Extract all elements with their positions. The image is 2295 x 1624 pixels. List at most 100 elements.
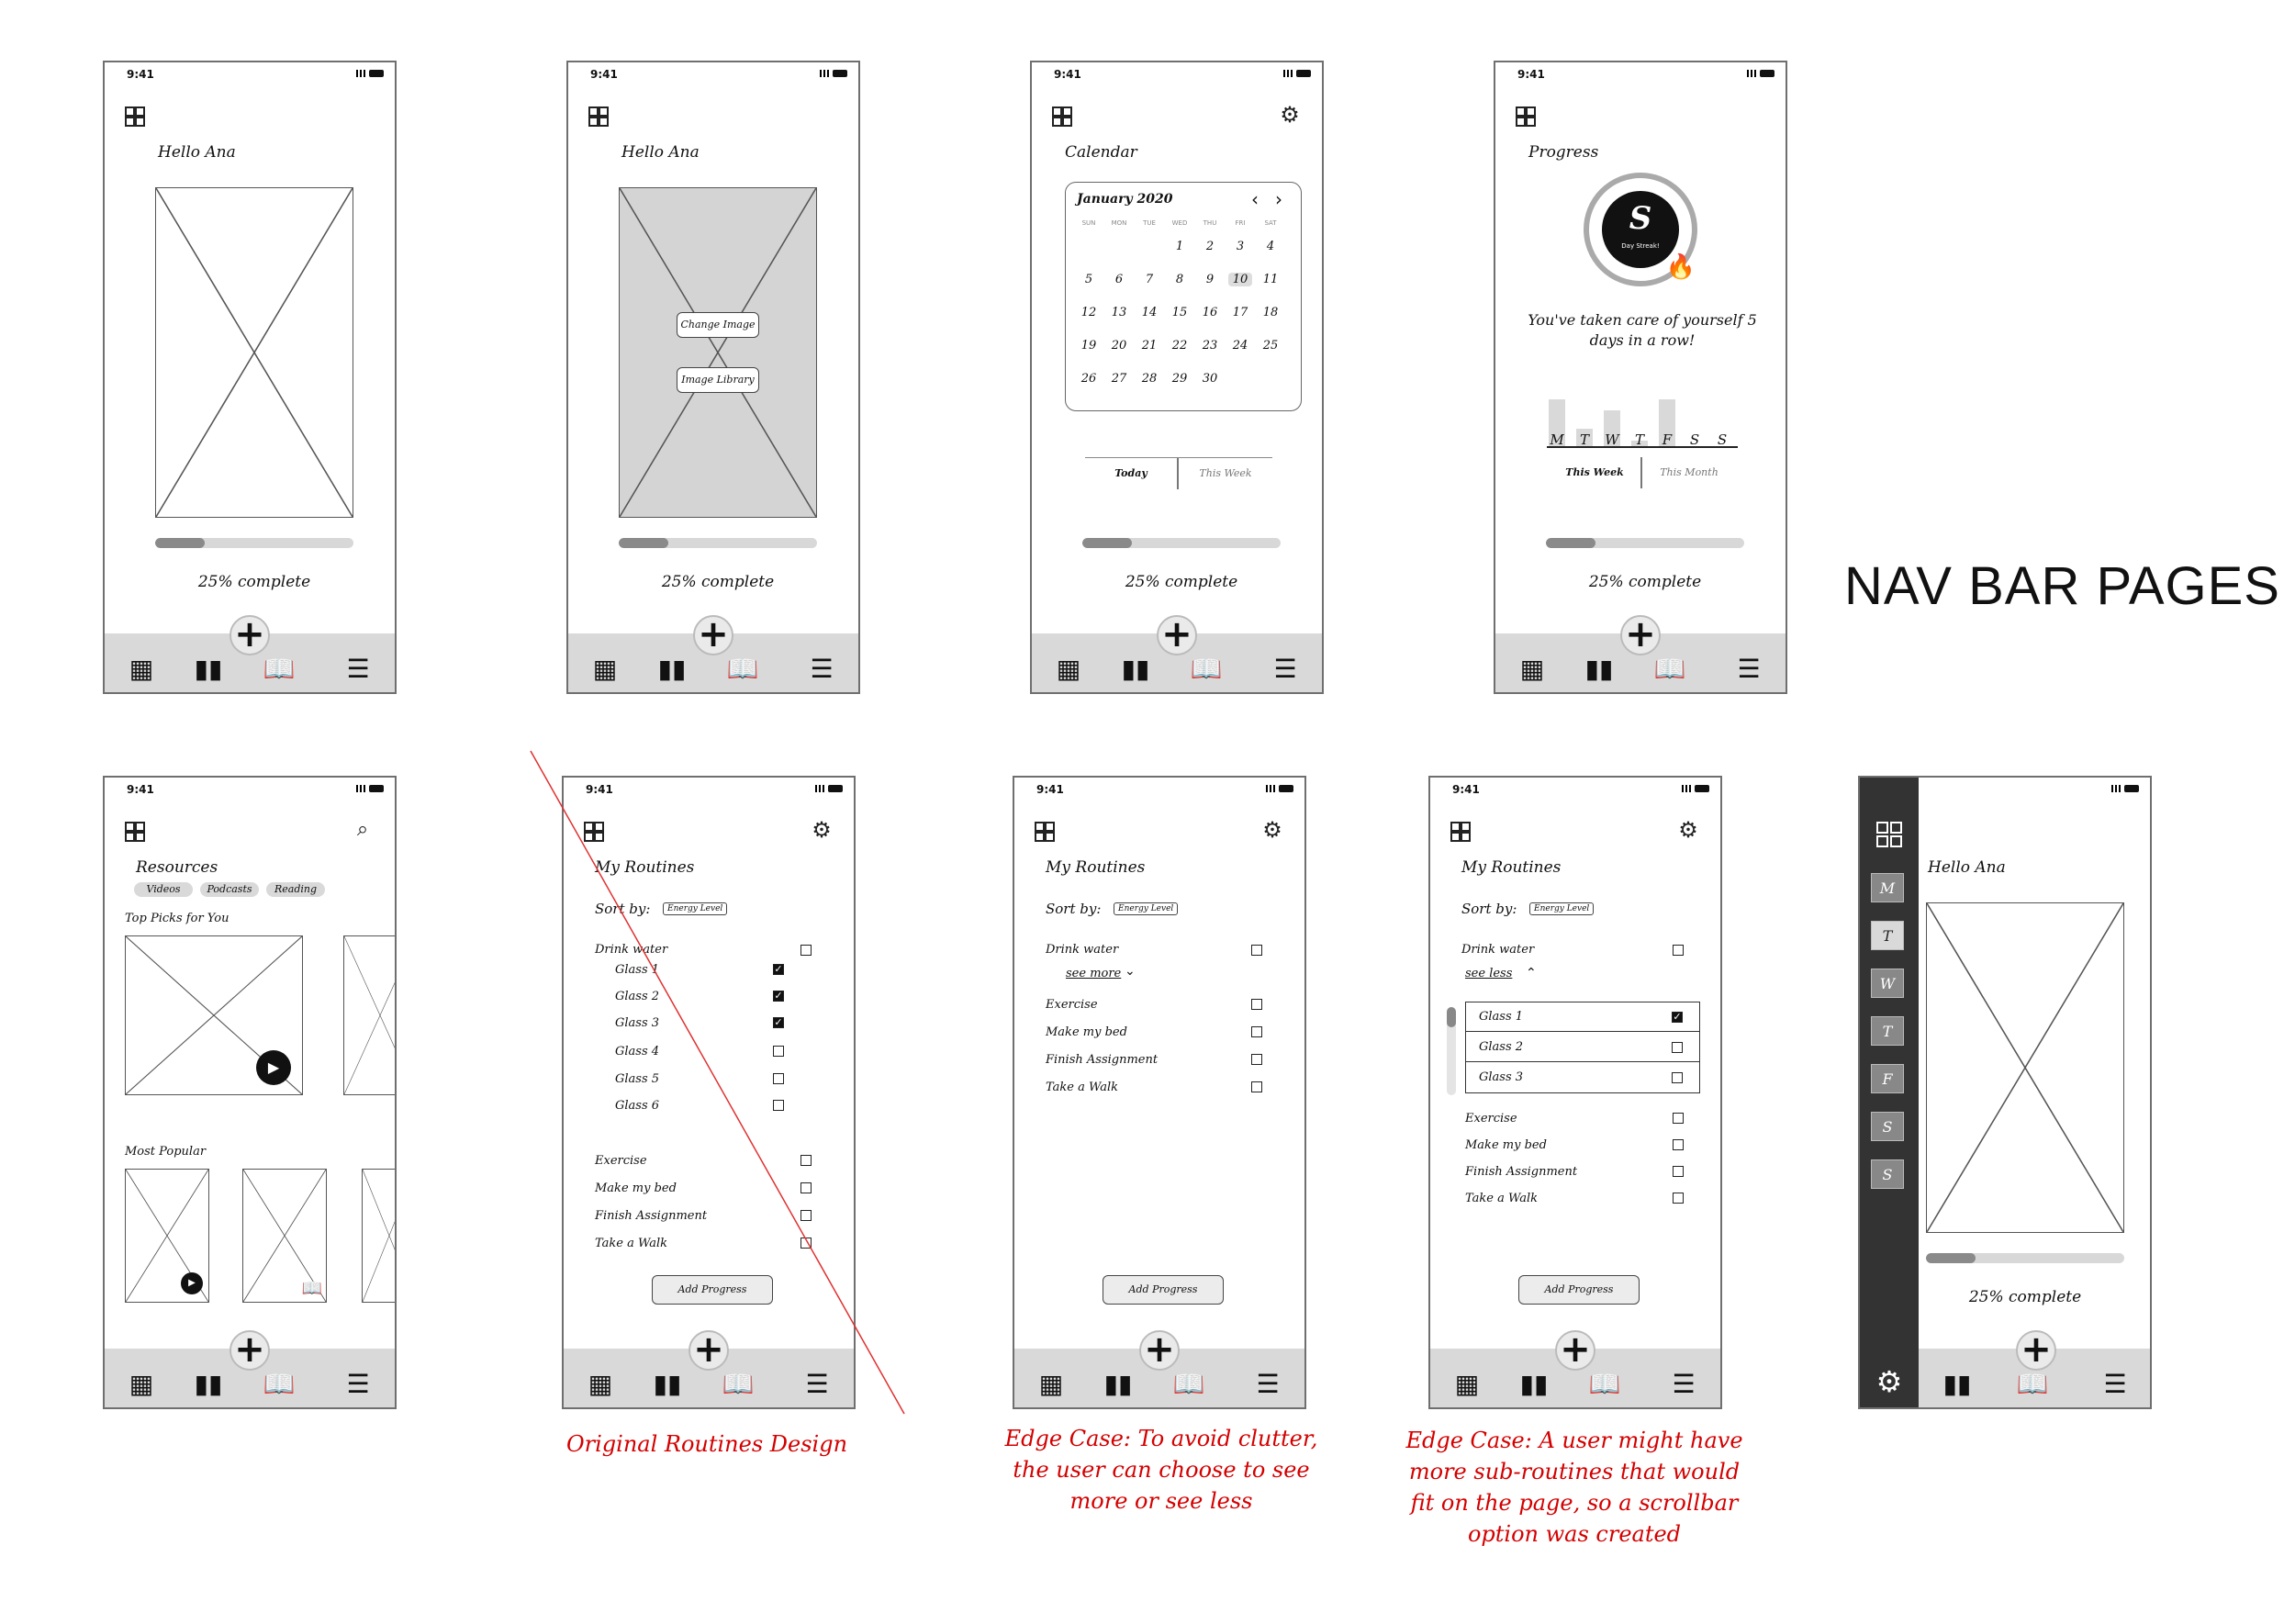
popular-card[interactable]: 📖 — [242, 1169, 327, 1303]
calendar-day[interactable]: 10 — [1228, 273, 1252, 286]
list-icon[interactable]: ☰ — [810, 654, 834, 684]
routine-checkbox[interactable] — [1251, 1026, 1262, 1037]
sidebar-day[interactable]: T — [1871, 1016, 1904, 1046]
chevron-down-icon[interactable]: ⌄ — [1125, 964, 1136, 979]
sidebar-day[interactable]: W — [1871, 969, 1904, 998]
sort-dropdown[interactable]: Energy Level — [1114, 902, 1179, 915]
sidebar-day[interactable]: S — [1871, 1112, 1904, 1141]
book-icon[interactable]: 📖 — [263, 654, 296, 684]
menu-grid-icon[interactable] — [1516, 106, 1536, 127]
image-library-button[interactable]: Image Library — [677, 367, 759, 393]
calendar-day[interactable]: 1 — [1175, 240, 1184, 253]
scrollbar-thumb[interactable] — [1447, 1007, 1456, 1027]
tab-this-week[interactable]: This Week — [1199, 467, 1252, 479]
menu-grid-icon[interactable] — [1035, 822, 1055, 842]
tab-this-month[interactable]: This Month — [1660, 466, 1718, 478]
book-icon[interactable]: 📖 — [722, 1369, 755, 1399]
settings-gear-icon[interactable]: ⚙ — [1280, 102, 1300, 128]
play-icon[interactable]: ▶ — [256, 1050, 291, 1085]
book-icon[interactable]: 📖 — [2016, 1369, 2049, 1399]
filter-podcasts[interactable]: Podcasts — [200, 882, 259, 897]
glass-checkbox[interactable] — [773, 1046, 784, 1057]
stats-icon[interactable]: ▮▮ — [194, 1369, 223, 1399]
image-placeholder[interactable] — [155, 187, 353, 518]
stats-icon[interactable]: ▮▮ — [1584, 654, 1614, 684]
stats-icon[interactable]: ▮▮ — [1519, 1369, 1549, 1399]
top-pick-card-partial[interactable] — [343, 935, 395, 1095]
menu-grid-icon[interactable] — [1052, 106, 1072, 127]
routine-checkbox[interactable] — [1251, 999, 1262, 1010]
calendar-icon[interactable]: ▦ — [592, 654, 618, 684]
glass-checkbox[interactable] — [1672, 1042, 1683, 1053]
calendar-day[interactable]: 21 — [1141, 339, 1158, 353]
list-icon[interactable]: ☰ — [346, 654, 370, 684]
book-icon[interactable]: 📖 — [1588, 1369, 1621, 1399]
see-more-link[interactable]: see more — [1066, 967, 1122, 980]
calendar-day[interactable]: 11 — [1262, 273, 1279, 286]
routine-checkbox[interactable] — [800, 1155, 812, 1166]
stats-icon[interactable]: ▮▮ — [653, 1369, 682, 1399]
calendar-day[interactable]: 22 — [1171, 339, 1188, 353]
calendar-day[interactable]: 20 — [1111, 339, 1127, 353]
add-button[interactable]: + — [1555, 1330, 1595, 1371]
filter-videos[interactable]: Videos — [134, 882, 193, 897]
calendar-day[interactable]: 3 — [1236, 240, 1245, 253]
see-less-link[interactable]: see less — [1465, 967, 1513, 980]
stats-icon[interactable]: ▮▮ — [1121, 654, 1150, 684]
calendar-day[interactable]: 14 — [1141, 306, 1158, 319]
settings-gear-icon[interactable]: ⚙ — [812, 817, 832, 843]
menu-grid-icon[interactable] — [588, 106, 609, 127]
calendar-day[interactable]: 12 — [1080, 306, 1097, 319]
menu-grid-icon[interactable] — [584, 822, 604, 842]
calendar-day[interactable]: 25 — [1262, 339, 1279, 353]
tab-today[interactable]: Today — [1114, 467, 1148, 479]
sidebar-day[interactable]: F — [1871, 1064, 1904, 1093]
list-icon[interactable]: ☰ — [346, 1369, 370, 1399]
routine-checkbox[interactable] — [1251, 945, 1262, 956]
calendar-day[interactable]: 28 — [1141, 372, 1158, 386]
calendar-day[interactable]: 2 — [1205, 240, 1215, 253]
routine-checkbox[interactable] — [800, 1210, 812, 1221]
sort-dropdown[interactable]: Energy Level — [1529, 902, 1595, 915]
calendar-icon[interactable]: ▦ — [129, 1369, 154, 1399]
list-icon[interactable]: ☰ — [1256, 1369, 1280, 1399]
add-button[interactable]: + — [1139, 1330, 1180, 1371]
glass-checkbox[interactable] — [773, 1100, 784, 1111]
filter-reading[interactable]: Reading — [266, 882, 325, 897]
routine-checkbox[interactable] — [1673, 1139, 1684, 1150]
glass-checkbox[interactable]: ✓ — [773, 1016, 784, 1028]
sidebar-day[interactable]: T — [1871, 921, 1904, 950]
change-image-button[interactable]: Change Image — [677, 312, 759, 338]
book-icon[interactable]: 📖 — [263, 1369, 296, 1399]
image-placeholder[interactable] — [1926, 902, 2124, 1233]
calendar-day[interactable]: 23 — [1202, 339, 1218, 353]
calendar-day[interactable]: 8 — [1175, 273, 1184, 286]
sidebar-day[interactable]: S — [1871, 1159, 1904, 1189]
calendar-day[interactable]: 19 — [1080, 339, 1097, 353]
calendar-day[interactable]: 24 — [1232, 339, 1248, 353]
calendar-day[interactable]: 18 — [1262, 306, 1279, 319]
routine-checkbox[interactable] — [1673, 1193, 1684, 1204]
menu-grid-icon[interactable] — [125, 106, 145, 127]
sort-dropdown[interactable]: Energy Level — [663, 902, 728, 915]
add-button[interactable]: + — [230, 1330, 270, 1371]
calendar-day[interactable]: 16 — [1202, 306, 1218, 319]
calendar-day[interactable]: 26 — [1080, 372, 1097, 386]
list-icon[interactable]: ☰ — [1737, 654, 1761, 684]
calendar-day[interactable]: 27 — [1111, 372, 1127, 386]
add-button[interactable]: + — [230, 615, 270, 655]
next-month-icon[interactable]: › — [1275, 188, 1282, 210]
menu-grid-icon[interactable] — [1876, 822, 1902, 847]
routine-checkbox[interactable] — [1673, 1166, 1684, 1177]
glass-checkbox[interactable] — [1672, 1072, 1683, 1083]
chevron-up-icon[interactable]: ⌃ — [1526, 966, 1537, 980]
play-icon[interactable]: ▶ — [181, 1272, 203, 1294]
list-icon[interactable]: ☰ — [1672, 1369, 1696, 1399]
list-icon[interactable]: ☰ — [1273, 654, 1297, 684]
calendar-day[interactable]: 15 — [1171, 306, 1188, 319]
book-icon[interactable]: 📖 — [1172, 1369, 1205, 1399]
calendar-icon[interactable]: ▦ — [1056, 654, 1081, 684]
add-button[interactable]: + — [2016, 1330, 2056, 1371]
search-icon[interactable]: ⌕ — [356, 818, 369, 841]
routine-checkbox[interactable] — [1251, 1081, 1262, 1092]
